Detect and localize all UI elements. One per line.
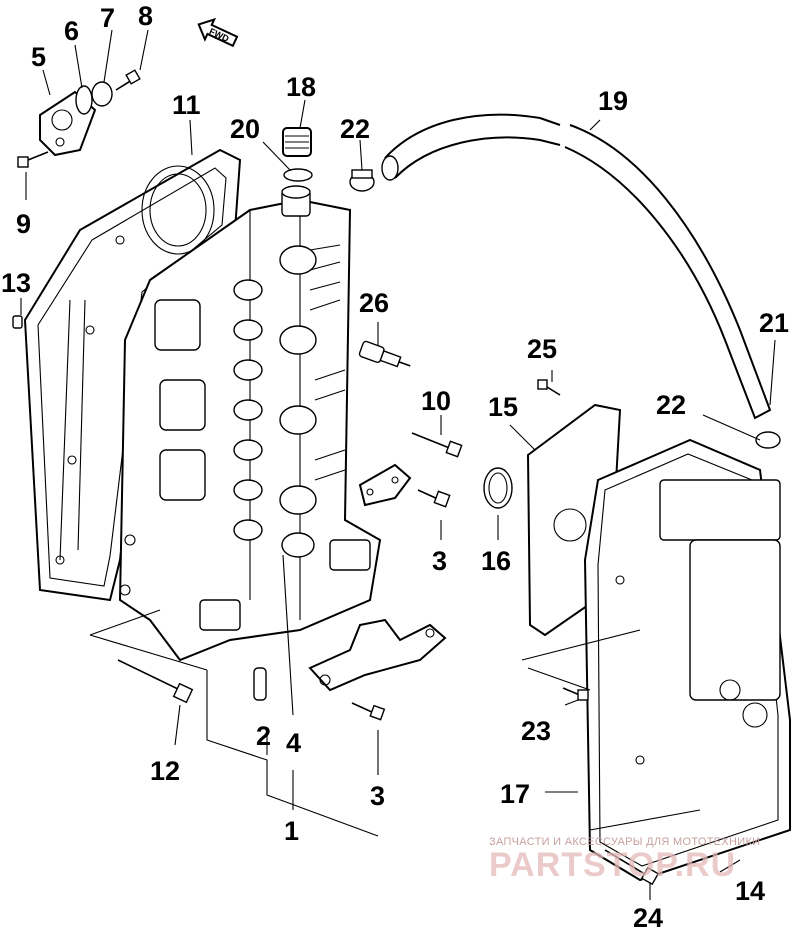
bracket-upper: [358, 463, 412, 507]
callout-5: 5: [31, 42, 46, 72]
fwd-arrow-icon: FWD: [197, 17, 239, 48]
cylinder-head: [118, 185, 382, 662]
leader-lines: [20, 29, 776, 900]
callout-4: 4: [286, 728, 301, 758]
bolt-24: [604, 849, 660, 886]
callout-16: 16: [481, 546, 511, 576]
bolt-23: [562, 687, 589, 701]
callout-6: 6: [64, 16, 79, 46]
callout-9: 9: [16, 209, 31, 239]
callout-15: 15: [488, 392, 518, 422]
callout-3: 3: [432, 546, 447, 576]
callout-20: 20: [230, 114, 260, 144]
hose-clamp-lower: [755, 431, 781, 449]
watermark-tagline: ЗАПЧАСТИ И АКСЕССУАРЫ ДЛЯ МОТОТЕХНИКИ: [489, 836, 761, 848]
callout-19: 19: [598, 86, 628, 116]
callout-2: 2: [256, 721, 271, 751]
callout-12: 12: [150, 756, 180, 786]
water-hose: [381, 113, 772, 420]
callout-14: 14: [735, 876, 765, 906]
callout-3: 3: [370, 781, 385, 811]
callout-25: 25: [527, 334, 557, 364]
callout-11: 11: [172, 90, 201, 120]
callout-7: 7: [100, 3, 115, 33]
thermostat-gasket: [75, 85, 93, 115]
callout-22: 22: [656, 390, 686, 420]
callout-10: 10: [421, 386, 451, 416]
callout-24: 24: [633, 903, 663, 932]
callout-17: 17: [500, 779, 530, 809]
thermostat: [91, 81, 113, 107]
dowel-pin-2: [253, 667, 267, 701]
cover-bolt: [17, 151, 49, 168]
watermark-logo: PARTSTOP.RU: [489, 846, 737, 884]
bolt-3-upper: [417, 489, 451, 508]
circlip: [483, 467, 513, 509]
callout-8: 8: [138, 1, 153, 31]
bolt-10: [411, 432, 463, 458]
callout-18: 18: [286, 72, 316, 102]
water-fitting: [282, 127, 312, 157]
bolt-3-lower: [351, 702, 386, 721]
spark-plug: [358, 340, 411, 368]
callout-13: 13: [1, 268, 31, 298]
hose-clamp-upper: [349, 169, 375, 192]
callout-21: 21: [759, 308, 789, 338]
callout-26: 26: [359, 288, 389, 318]
o-ring-20: [283, 168, 313, 182]
cylinder-head-cover: [583, 438, 791, 882]
callout-22: 22: [340, 114, 370, 144]
callout-1: 1: [284, 816, 299, 846]
dowel-pin-13: [12, 315, 23, 329]
bolt-12: [117, 659, 194, 704]
callout-23: 23: [521, 716, 551, 746]
screw-25: [537, 379, 561, 396]
thermostat-bolt: [115, 69, 141, 91]
bracket-lower: [308, 618, 447, 692]
